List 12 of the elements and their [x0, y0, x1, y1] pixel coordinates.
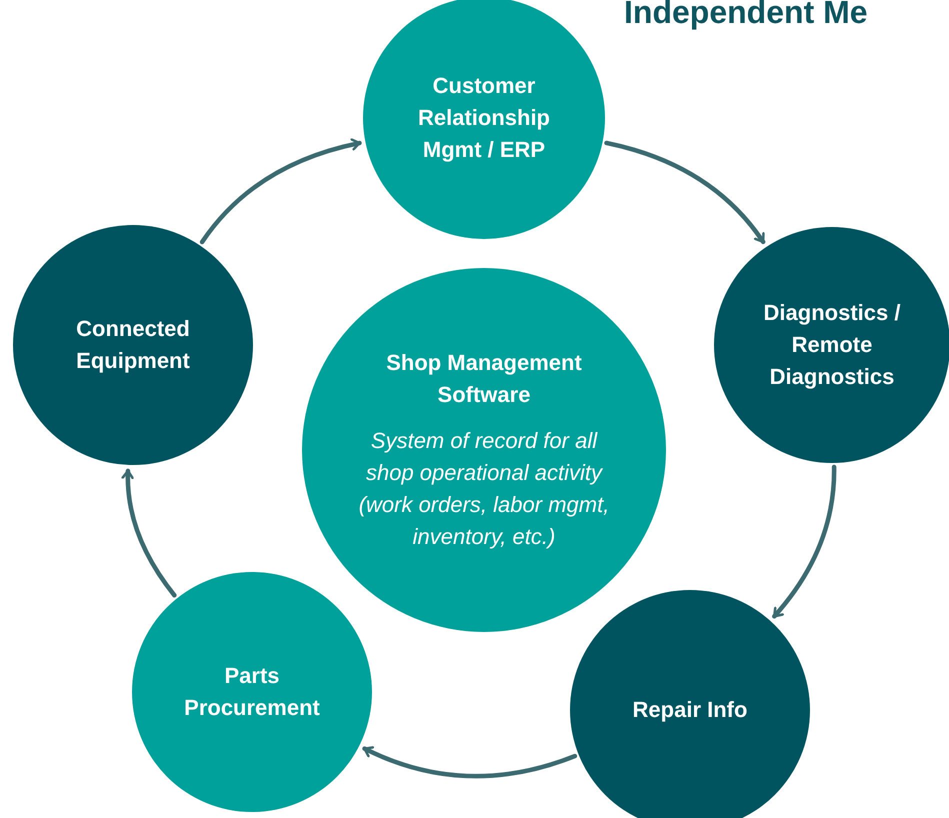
description-text: System of record for all shop operational activity (work orders, labor mgmt, inventory, etc.)	[358, 427, 610, 551]
curved-arrow	[604, 140, 766, 244]
node-label: Parts Procurement	[183, 662, 321, 722]
node-label: Repair Info	[632, 696, 748, 724]
curved-arrow	[772, 464, 836, 619]
title: Independent Me	[624, 0, 868, 31]
node-label: Connected Equipment	[75, 315, 191, 375]
curved-arrow	[200, 138, 362, 244]
node-label: Customer Relationship Mgmt / ERP	[416, 72, 551, 164]
node-label: Diagnostics / Remote Diagnostics	[762, 299, 902, 391]
node-label: Shop Management Software	[385, 349, 583, 409]
curved-arrow	[362, 746, 578, 778]
